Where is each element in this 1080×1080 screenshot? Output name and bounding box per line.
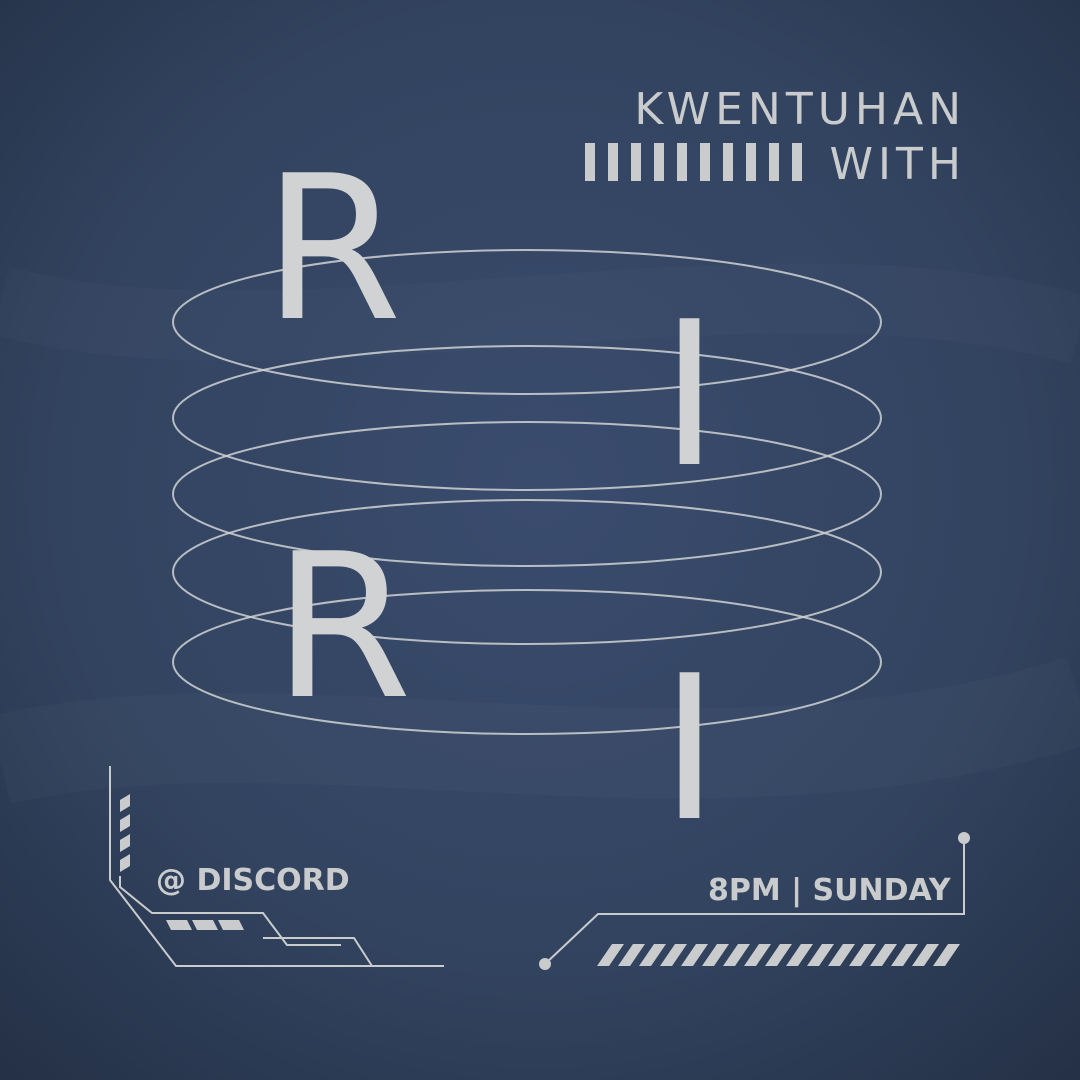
big-letter-i-top: I xyxy=(660,279,719,512)
location-label: @ DISCORD xyxy=(156,863,350,898)
big-letter-r-top: R xyxy=(263,133,402,366)
title-line-kwentuhan: KWENTUHAN xyxy=(634,84,966,135)
big-letter-i-bottom: I xyxy=(660,633,719,866)
barcode-icon xyxy=(585,143,802,181)
title-line-with: WITH xyxy=(829,139,966,190)
big-letter-r-bottom: R xyxy=(273,511,412,744)
schedule-label: 8PM | SUNDAY xyxy=(708,873,951,908)
